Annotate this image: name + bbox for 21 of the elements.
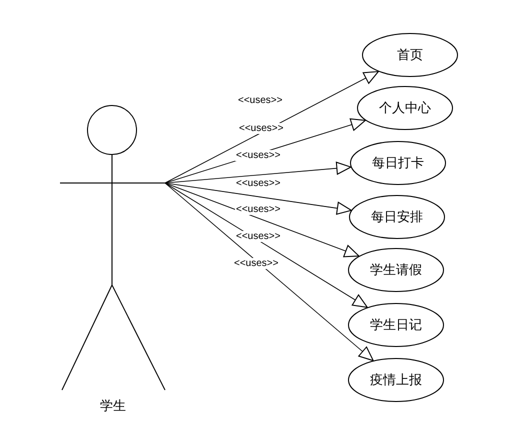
- use-case-ellipse: 学生日记: [348, 303, 444, 347]
- edge-label: <<uses>>: [235, 204, 282, 215]
- use-case-ellipse: 每日打卡: [350, 141, 446, 185]
- edge-label: <<uses>>: [235, 231, 282, 242]
- use-case-ellipse: 首页: [362, 33, 458, 77]
- actor-label: 学生: [99, 398, 127, 415]
- arrow: [164, 182, 368, 308]
- arrow: [164, 182, 374, 362]
- arrow: [164, 71, 379, 184]
- arrow: [164, 182, 360, 258]
- arrow: [164, 182, 352, 215]
- edge-label: <<uses>>: [238, 123, 284, 134]
- arrow: [164, 162, 352, 184]
- edge-label: <<uses>>: [235, 150, 282, 161]
- use-case-ellipse: 个人中心: [357, 86, 453, 130]
- edge-label: <<uses>>: [235, 178, 282, 189]
- use-case-ellipse: 疫情上报: [348, 358, 444, 402]
- use-case-ellipse: 学生请假: [348, 248, 444, 292]
- edge-label: <<uses>>: [237, 95, 284, 106]
- edge-label: <<uses>>: [233, 258, 280, 269]
- use-case-ellipse: 每日安排: [349, 195, 445, 239]
